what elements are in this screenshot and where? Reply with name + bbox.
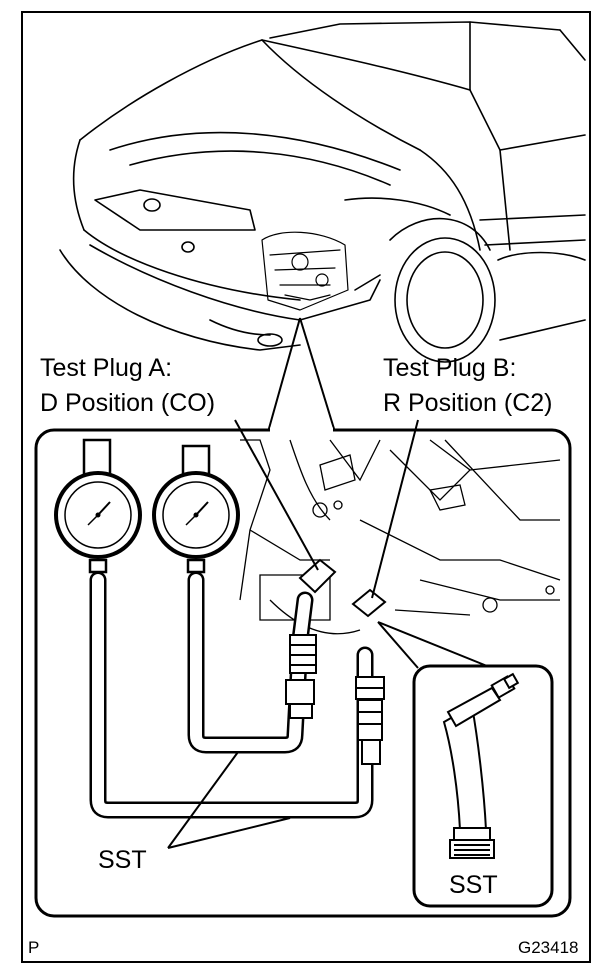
sst-label-inset: SST: [449, 871, 498, 899]
sst-adapter-illustration: [442, 672, 520, 859]
hose-gauge-a: [89, 571, 374, 819]
inset-box: SST: [412, 664, 554, 908]
figure-code: G23418: [518, 938, 579, 957]
engine-cutout: [261, 231, 349, 311]
test-plug-leaders: [234, 419, 419, 599]
transaxle-sketch: [239, 439, 561, 635]
plug-b-title: Test Plug B:: [383, 354, 516, 382]
outer-frame: [21, 11, 591, 963]
pressure-gauge-b: [152, 471, 240, 559]
corner-mark: P: [28, 938, 39, 957]
car-front-illustration: [59, 21, 586, 363]
pressure-gauge-a: [54, 471, 142, 559]
callout-wedge: [267, 317, 336, 433]
plug-a-title: Test Plug A:: [40, 354, 172, 382]
hose-fittings: [285, 558, 387, 765]
plug-b-position: R Position (C2): [383, 389, 553, 417]
sst-leaders: [167, 751, 291, 849]
inset-connector: [377, 621, 493, 669]
hose-gauge-b: [187, 571, 314, 754]
plug-a-position: D Position (CO): [40, 389, 215, 417]
sst-label-main: SST: [98, 846, 147, 874]
